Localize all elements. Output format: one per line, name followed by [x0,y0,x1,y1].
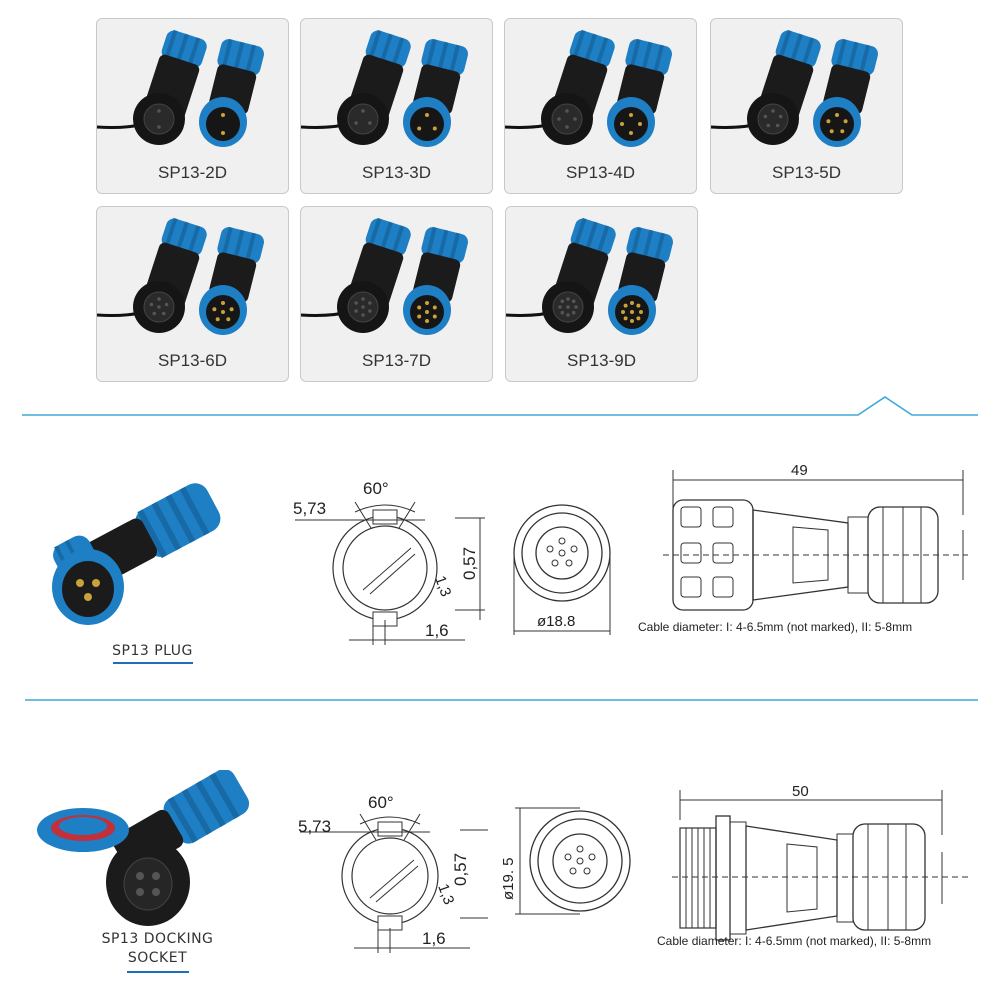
socket-caption-line2: SOCKET [127,950,188,966]
plug-face-drawing: ø18.8 [513,504,611,635]
connector-pair-image [301,29,468,147]
plug-caption: SP13 PLUG [100,643,205,664]
socket-face-drawing: ø19. 5 [500,807,631,915]
plug-dim-a: 5,73 [293,499,326,518]
variant-card: SP13-6D [96,206,289,382]
plug-cable-note: Cable diameter: I: 4-6.5mm (not marked),… [638,620,912,634]
section-divider-top [22,396,978,416]
plug-photo [52,483,221,625]
variant-card: SP13-9D [505,206,698,382]
connector-pair-image [97,217,264,335]
socket-dim-c: 1,3 [434,882,457,907]
plug-caption-text: SP13 PLUG [112,643,193,659]
plug-angle-label: 60° [363,479,389,498]
socket-caption: SP13 DOCKING SOCKET [95,930,220,973]
plug-length: 49 [791,462,808,479]
plug-side-drawing: 49 Cable diameter: I: 4-6.5mm (not marke… [638,462,968,634]
variant-card: SP13-4D [504,18,697,194]
variant-card: SP13-5D [710,18,903,194]
socket-dim-a: 5,73 [298,817,331,836]
socket-caption-underline [126,971,189,973]
plug-caption-underline [112,662,193,664]
connector-pair-image [97,29,264,147]
socket-pin-drawing: 60° 5,73 0,57 1,3 1,6 [298,793,488,953]
socket-length: 50 [792,783,809,800]
plug-dim-d: 1,6 [425,621,449,640]
plug-dim-c: 1,3 [431,574,454,599]
variant-label: SP13-5D [772,163,841,182]
socket-side-drawing: 50 Cable diameter: I: 4-6.5mm (not marke… [657,783,972,948]
section-divider-middle [25,699,978,701]
socket-cable-note: Cable diameter: I: 4-6.5mm (not marked),… [657,934,931,948]
plug-diameter: ø18.8 [537,613,575,630]
socket-photo [37,770,250,926]
connector-pair-image [505,29,672,147]
variant-label: SP13-7D [362,351,431,370]
plug-pin-drawing: 60° 5,73 0,57 1,3 1,6 [293,479,485,645]
variant-label: SP13-9D [567,351,636,370]
socket-dim-d: 1,6 [422,929,446,948]
connector-pair-image [711,29,878,147]
variant-card: SP13-3D [300,18,493,194]
socket-angle-label: 60° [368,793,394,812]
connector-pair-image [301,217,468,335]
variant-card: SP13-7D [300,206,493,382]
socket-dim-b: 0,57 [451,853,470,886]
socket-diameter: ø19. 5 [500,857,517,900]
variant-label: SP13-3D [362,163,431,182]
plug-dim-b: 0,57 [460,547,479,580]
socket-caption-line1: SP13 DOCKING [101,931,214,947]
connector-pair-image [506,217,673,335]
variant-label: SP13-2D [158,163,227,182]
variant-card: SP13-2D [96,18,289,194]
variant-label: SP13-4D [566,163,635,182]
variant-label: SP13-6D [158,351,227,370]
